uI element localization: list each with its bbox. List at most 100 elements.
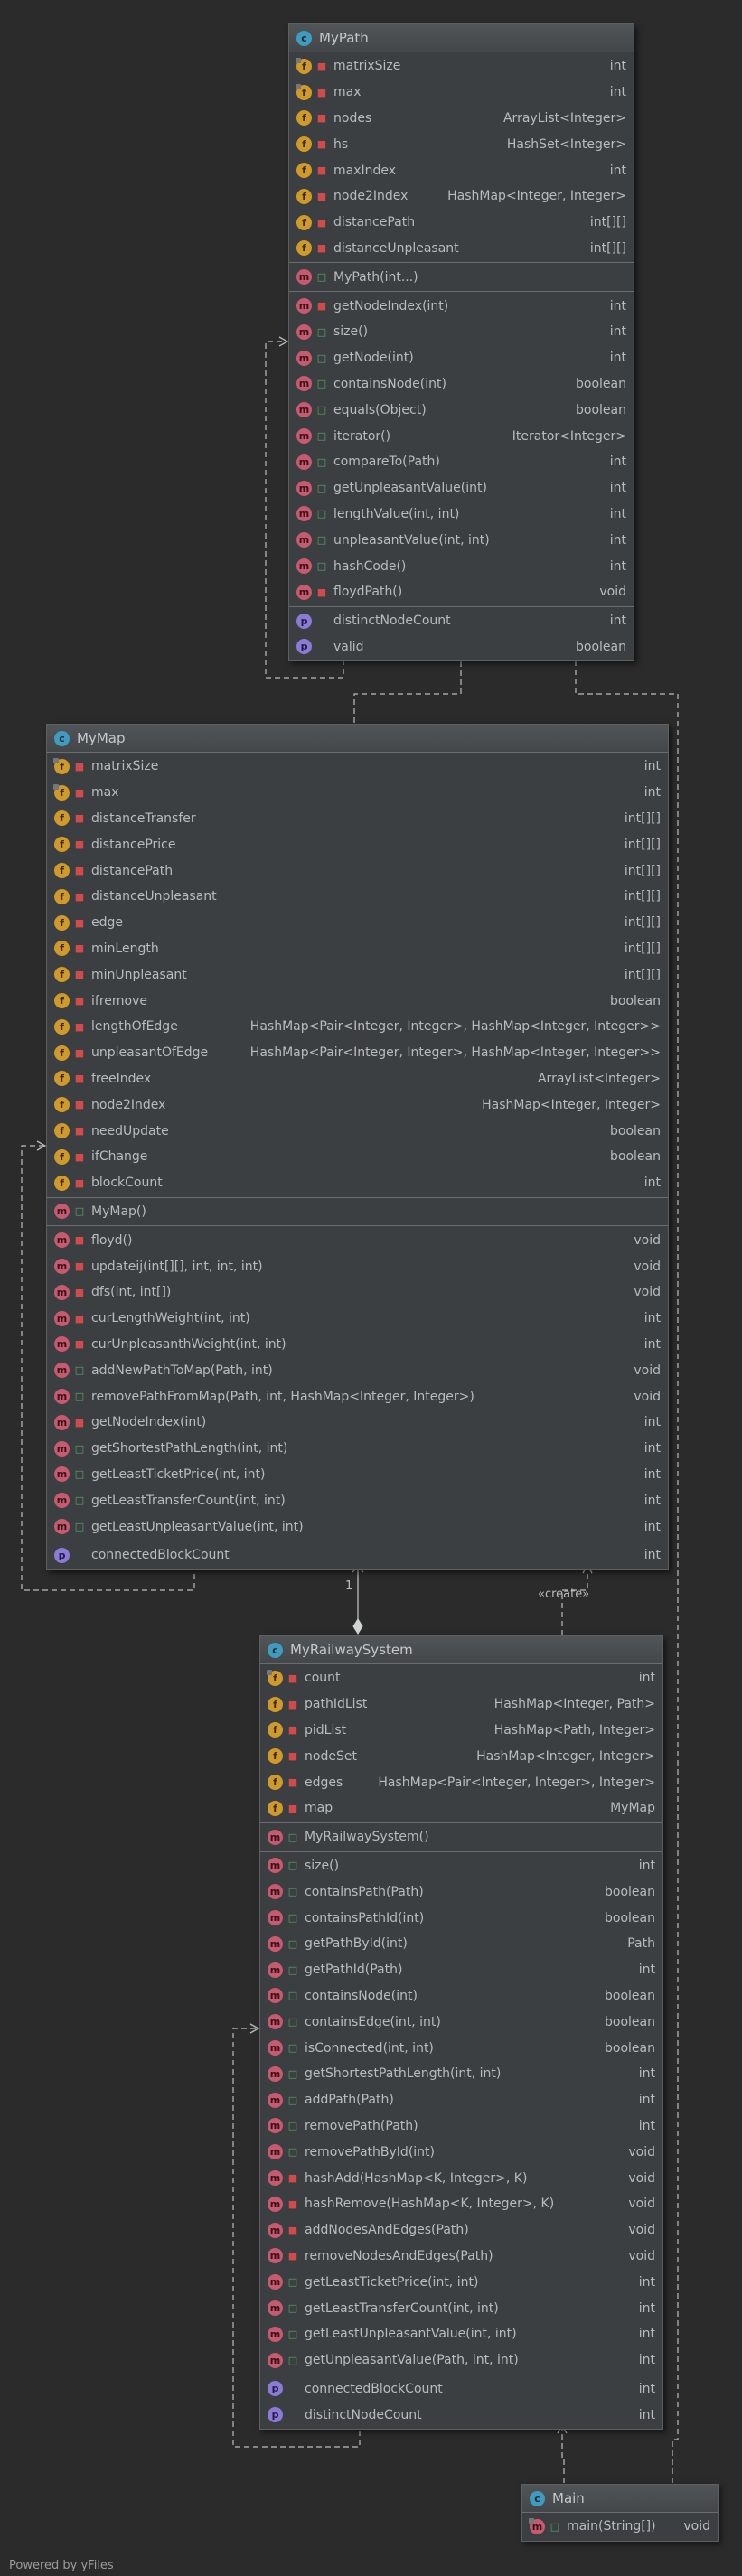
member-row-my-path-int[interactable]: m□MyPath(int...) — [289, 264, 634, 290]
member-row-get-shortest-path-length-int-int[interactable]: m□getShortestPathLength(int, int)int — [260, 2061, 662, 2087]
member-row-contains-node-int[interactable]: m□containsNode(int)boolean — [289, 371, 634, 398]
member-row-updateij-int-int-int-int[interactable]: m■updateij(int[][], int, int, int)void — [47, 1253, 668, 1279]
member-name: pathIdList — [305, 1697, 368, 1712]
member-row-size[interactable]: m□size()int — [260, 1853, 662, 1879]
private-lock-icon: ■ — [74, 1073, 85, 1085]
member-row-get-unpleasant-value-path-int-int[interactable]: m□getUnpleasantValue(Path, int, int)int — [260, 2347, 662, 2374]
member-row-my-railway-system[interactable]: m□MyRailwaySystem() — [260, 1824, 662, 1850]
member-row-floyd-path[interactable]: m■floydPath()void — [289, 579, 634, 605]
member-name: maxIndex — [333, 163, 397, 178]
member-type: int — [609, 351, 626, 366]
member-row-iterator[interactable]: m□iterator()Iterator<Integer> — [289, 423, 634, 449]
member-row-remove-path-from-map-path-int-hash-map-integer-integer[interactable]: m□removePathFromMap(Path, int, HashMap<I… — [47, 1383, 668, 1410]
member-row-length-value-int-int[interactable]: m□lengthValue(int, int)int — [289, 501, 634, 528]
member-row-size[interactable]: m□size()int — [289, 319, 634, 345]
member-row-contains-node-int[interactable]: m□containsNode(int)boolean — [260, 1983, 662, 2009]
member-row-get-shortest-path-length-int-int[interactable]: m□getShortestPathLength(int, int)int — [47, 1436, 668, 1462]
member-row-my-map[interactable]: m□MyMap() — [47, 1199, 668, 1225]
member-row-get-node-index-int[interactable]: m■getNodeIndex(int)int — [289, 293, 634, 319]
member-name: distanceTransfer — [91, 810, 196, 826]
member-row-remove-nodes-and-edges-path[interactable]: m■removeNodesAndEdges(Path)void — [260, 2243, 662, 2270]
member-row-equals-object[interactable]: m□equals(Object)boolean — [289, 397, 634, 423]
member-row-cur-length-weight-int-int[interactable]: m■curLengthWeight(int, int)int — [47, 1306, 668, 1332]
member-row-remove-path-path[interactable]: m□removePath(Path)int — [260, 2113, 662, 2140]
member-type: int — [638, 2093, 655, 2108]
member-row-get-least-ticket-price-int-int[interactable]: m□getLeastTicketPrice(int, int)int — [47, 1462, 668, 1488]
member-row-get-least-unpleasant-value-int-int[interactable]: m□getLeastUnpleasantValue(int, int)int — [47, 1513, 668, 1540]
member-row-get-node-int[interactable]: m□getNode(int)int — [289, 345, 634, 371]
member-row-dfs-int-int[interactable]: m■dfs(int, int[])void — [47, 1279, 668, 1306]
member-row-hash-code[interactable]: m□hashCode()int — [289, 553, 634, 579]
member-row-remove-path-by-id-int[interactable]: m□removePathById(int)void — [260, 2139, 662, 2165]
member-row-add-new-path-to-map-path-int[interactable]: m□addNewPathToMap(Path, int)void — [47, 1357, 668, 1383]
member-row-get-least-ticket-price-int-int[interactable]: m□getLeastTicketPrice(int, int)int — [260, 2269, 662, 2295]
member-row-compare-to-path[interactable]: m□compareTo(Path)int — [289, 449, 634, 475]
member-row-get-least-transfer-count-int-int[interactable]: m□getLeastTransferCount(int, int)int — [47, 1487, 668, 1513]
member-row-add-path-path[interactable]: m□addPath(Path)int — [260, 2087, 662, 2113]
member-row-get-node-index-int[interactable]: m■getNodeIndex(int)int — [47, 1410, 668, 1436]
member-row-main-string[interactable]: m□main(String[])void — [522, 2514, 718, 2540]
member-row-hash-add-hash-map-k-integer-k[interactable]: m■hashAdd(HashMap<K, Integer>, K)void — [260, 2165, 662, 2191]
member-row-get-least-unpleasant-value-int-int[interactable]: m□getLeastUnpleasantValue(int, int)int — [260, 2321, 662, 2347]
member-row-contains-path-path[interactable]: m□containsPath(Path)boolean — [260, 1878, 662, 1905]
member-row-get-least-transfer-count-int-int[interactable]: m□getLeastTransferCount(int, int)int — [260, 2295, 662, 2321]
member-row-contains-edge-int-int[interactable]: m□containsEdge(int, int)boolean — [260, 2009, 662, 2035]
member-row-get-path-id-path[interactable]: m□getPathId(Path)int — [260, 1957, 662, 1983]
member-row-hash-remove-hash-map-k-integer-k[interactable]: m■hashRemove(HashMap<K, Integer>, K)void — [260, 2191, 662, 2217]
member-row-floyd[interactable]: m■floyd()void — [47, 1227, 668, 1253]
member-row-cur-unpleasanth-weight-int-int[interactable]: m■curUnpleasanthWeight(int, int)int — [47, 1332, 668, 1358]
member-type: int — [638, 1858, 655, 1873]
member-row-get-path-by-id-int[interactable]: m□getPathById(int)Path — [260, 1931, 662, 1957]
member-row-contains-path-id-int[interactable]: m□containsPathId(int)boolean — [260, 1905, 662, 1931]
member-row-get-unpleasant-value-int[interactable]: m□getUnpleasantValue(int)int — [289, 475, 634, 501]
member-row-unpleasant-value-int-int[interactable]: m□unpleasantValue(int, int)int — [289, 527, 634, 553]
class-title: MyRailwaySystem — [290, 1642, 413, 1658]
member-row-is-connected-int-int[interactable]: m□isConnected(int, int)boolean — [260, 2035, 662, 2061]
member-row-add-nodes-and-edges-path[interactable]: m■addNodesAndEdges(Path)void — [260, 2217, 662, 2243]
